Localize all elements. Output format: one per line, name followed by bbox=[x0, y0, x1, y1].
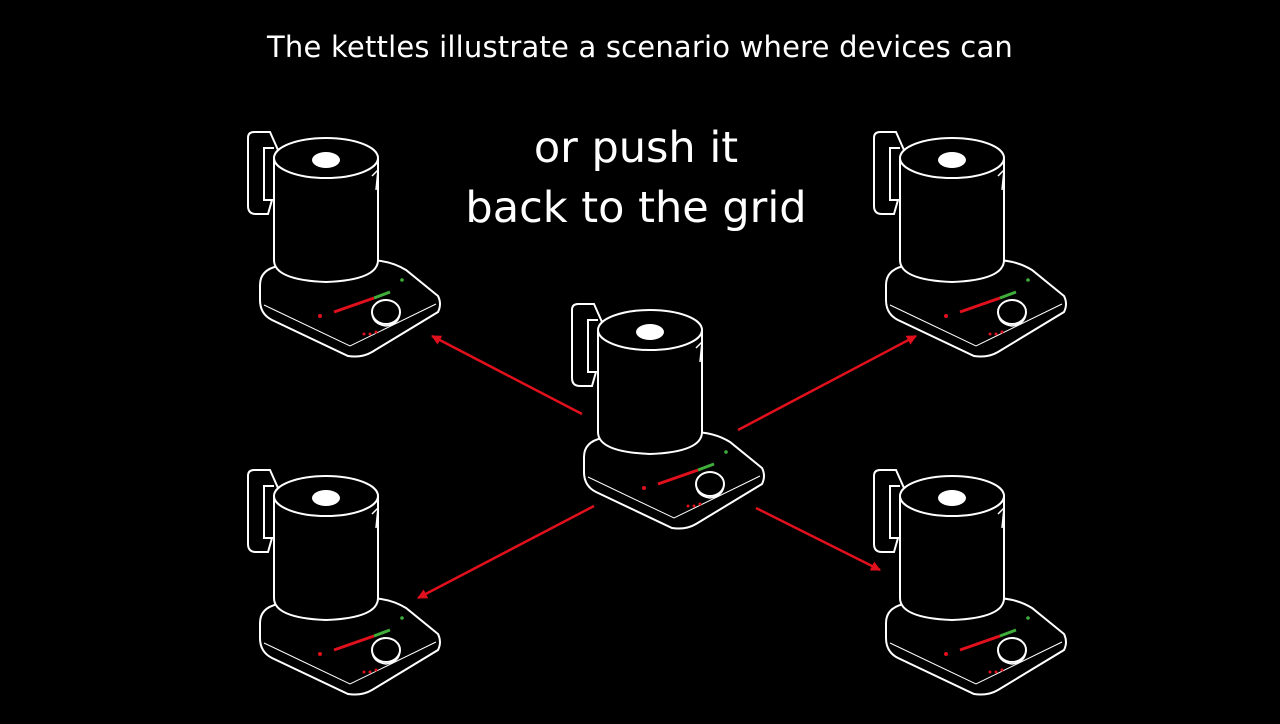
kettle-bottom-left bbox=[246, 468, 442, 696]
kettle-center bbox=[570, 302, 766, 530]
headline-line-2: back to the grid bbox=[465, 183, 807, 233]
kettle-top-right bbox=[872, 130, 1068, 358]
headline-text: or push it back to the grid bbox=[386, 118, 886, 238]
subtitle-caption: The kettles illustrate a scenario where … bbox=[266, 30, 1014, 64]
arrow-to-bottom-right bbox=[755, 506, 881, 572]
arrow-to-bottom-left bbox=[417, 504, 595, 600]
arrow-to-top-left bbox=[431, 334, 583, 416]
kettle-bottom-right bbox=[872, 468, 1068, 696]
headline-line-1: or push it bbox=[533, 123, 739, 173]
arrow-to-top-right bbox=[737, 334, 917, 432]
